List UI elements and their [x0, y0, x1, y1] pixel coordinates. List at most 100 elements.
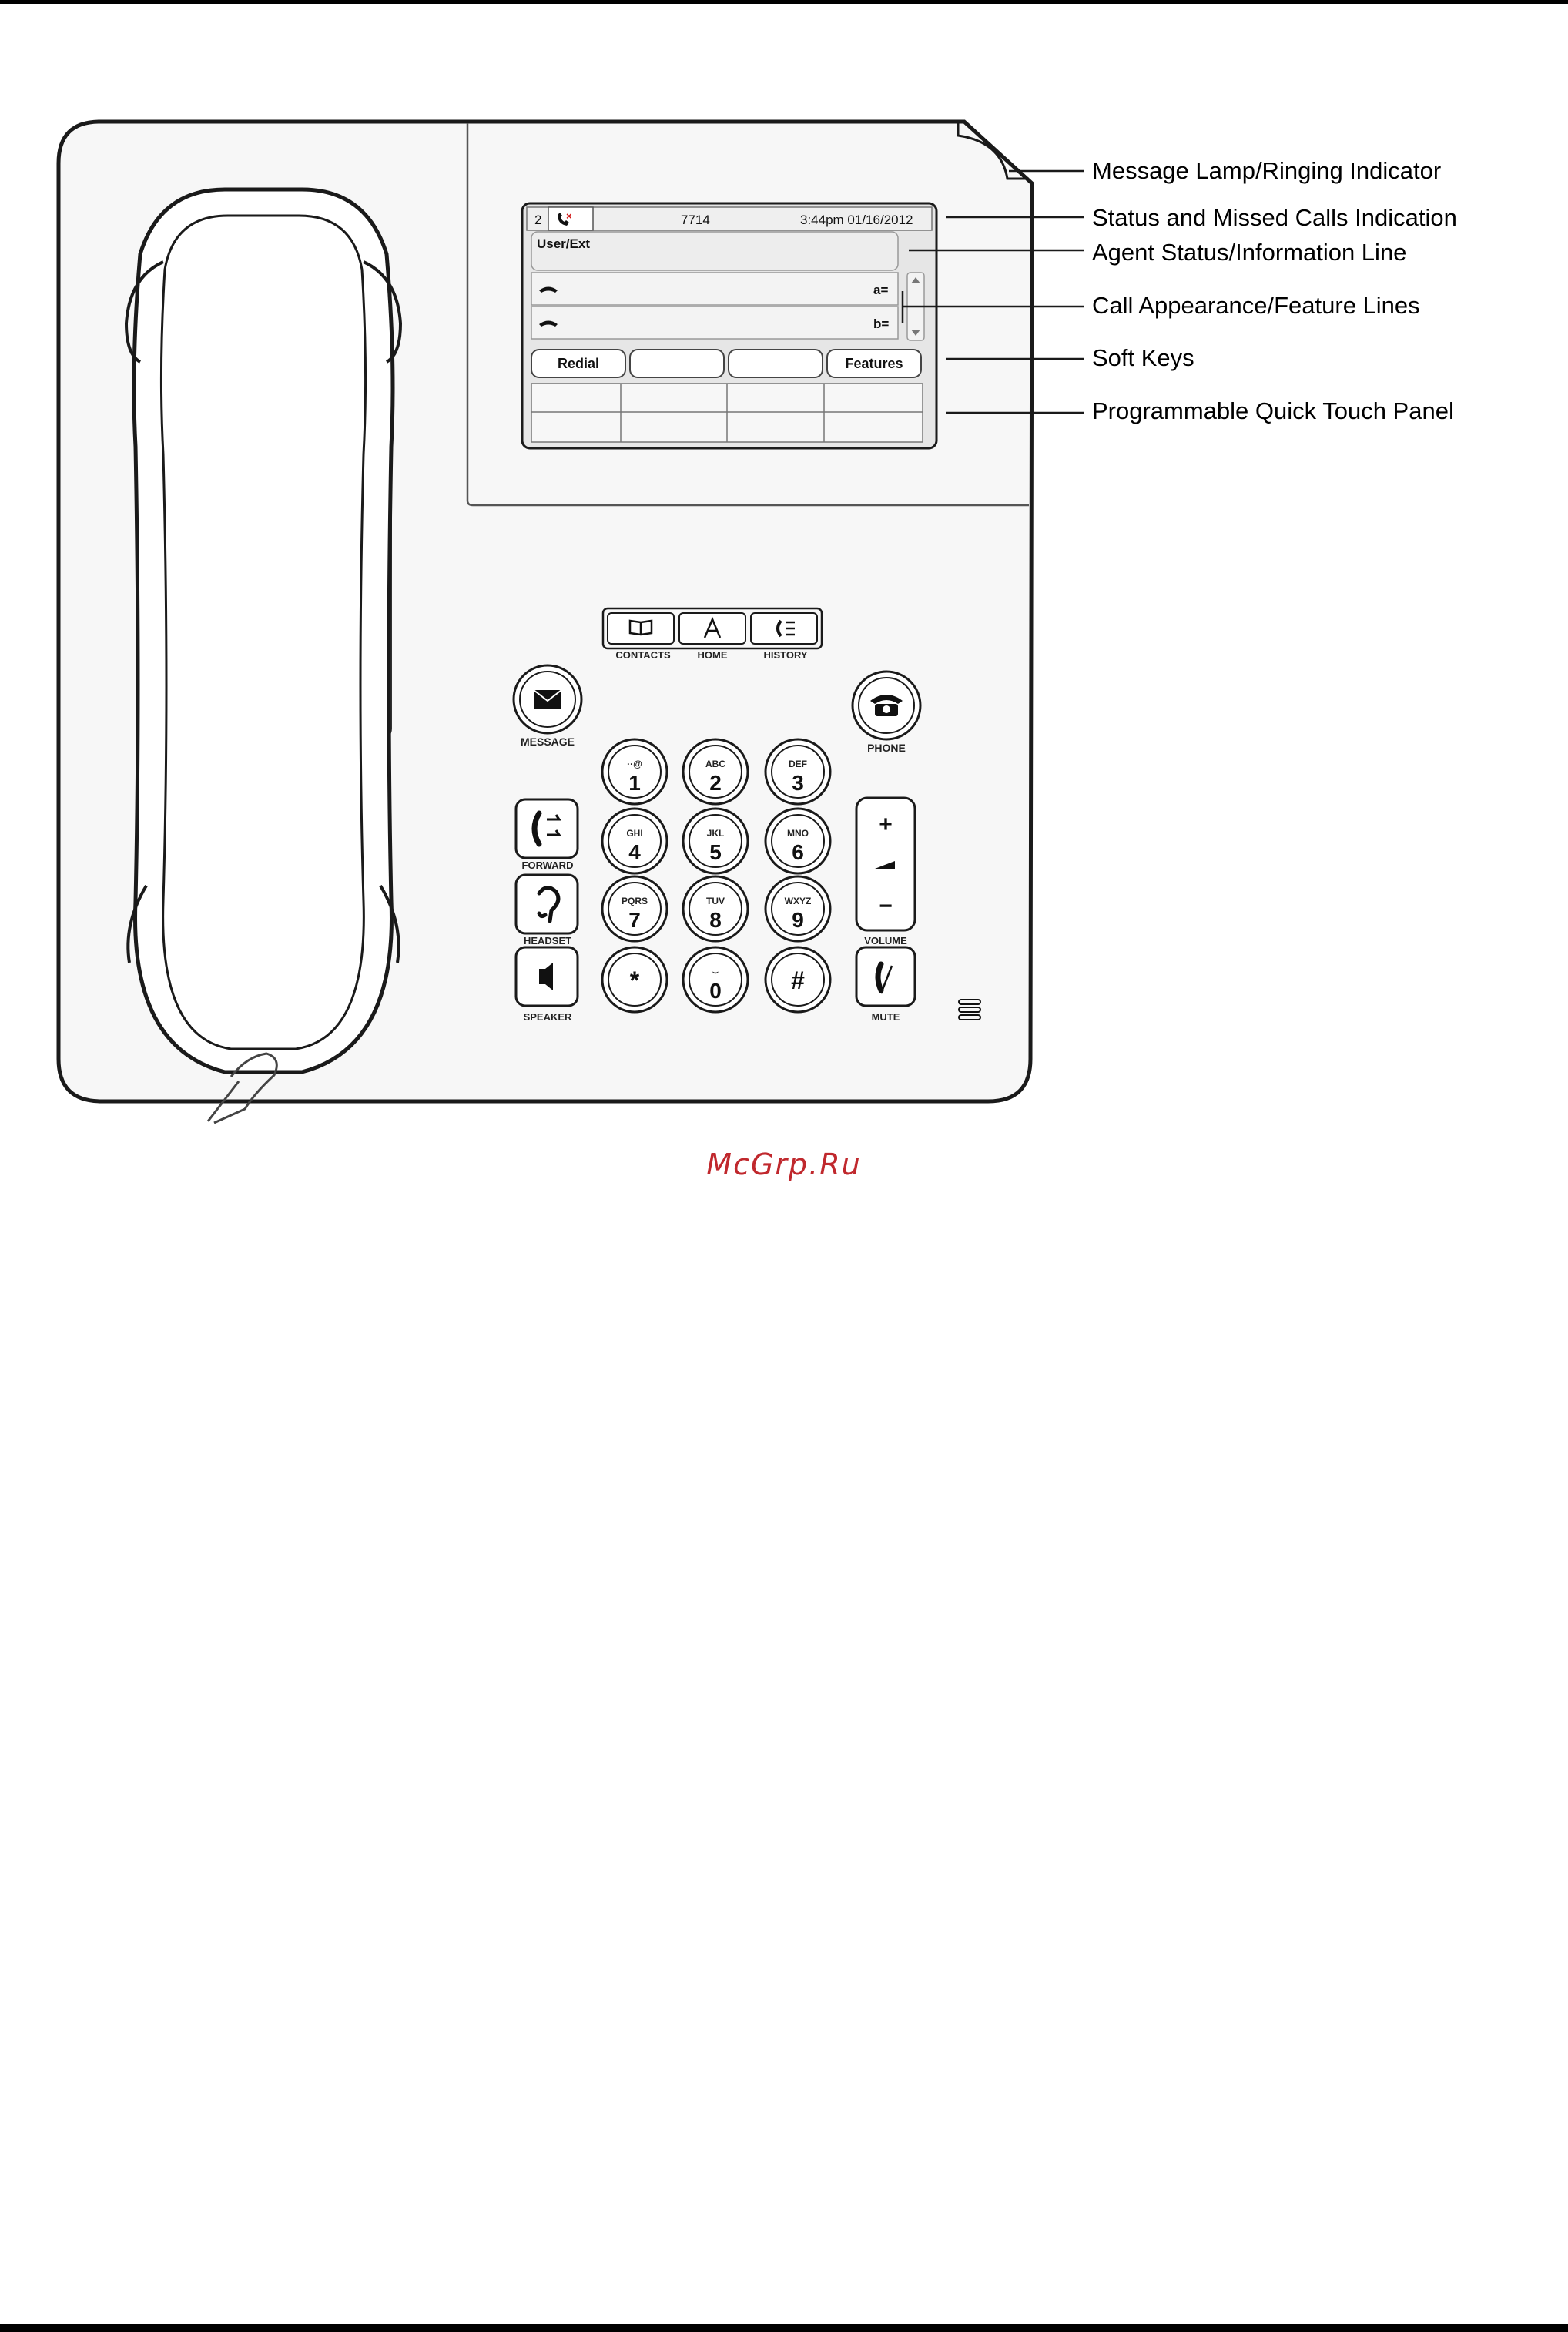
nav-button-group: CONTACTS HOME HISTORY [601, 607, 823, 661]
callout-message-lamp: Message Lamp/Ringing Indicator [1092, 157, 1442, 184]
forward-icon [531, 810, 561, 847]
headset-label: HEADSET [524, 935, 571, 947]
volume-minus[interactable]: − [879, 893, 893, 919]
display-screen: 2 × 7714 3:44pm 01/16/2012 User/Ext a= b… [521, 202, 938, 450]
line-b-label: b= [873, 317, 889, 331]
mute-icon [875, 961, 893, 994]
message-lamp [957, 123, 1029, 180]
forward-label: FORWARD [522, 859, 574, 871]
history-icon [776, 619, 795, 638]
softkey-2[interactable] [629, 349, 725, 378]
missed-call-icon: × [558, 210, 572, 226]
volume-label: VOLUME [864, 935, 907, 947]
callout-soft-keys: Soft Keys [1092, 344, 1194, 371]
keypad-letters: JKL [707, 828, 725, 839]
keypad-digit: 1 [628, 771, 641, 795]
page-number: 2 [534, 213, 541, 227]
call-line-a[interactable] [531, 272, 899, 306]
handset[interactable] [124, 187, 403, 1074]
callout-lines [901, 169, 1084, 414]
settings-icon [958, 999, 981, 1020]
keypad-digit: 9 [792, 908, 804, 932]
keypad-digit: # [791, 967, 805, 994]
svg-text:×: × [566, 210, 572, 222]
history-button[interactable] [750, 612, 818, 645]
keypad: ··@1ABC2DEF3GHI4JKL5MNO6PQRS7TUV8WXYZ9*⌣… [601, 738, 832, 1014]
keypad-key-8[interactable]: TUV 8 [682, 875, 749, 943]
keypad-key-7[interactable]: PQRS 7 [601, 875, 668, 943]
keypad-digit: 6 [792, 840, 804, 864]
headset-icon [537, 886, 561, 923]
speaker-icon [539, 963, 553, 990]
speaker-label: SPEAKER [524, 1011, 572, 1023]
callout-status-missed: Status and Missed Calls Indication [1092, 204, 1457, 231]
home-icon [703, 616, 722, 638]
keypad-letters: ⌣ [712, 967, 719, 977]
keypad-key-star[interactable]: * [601, 946, 668, 1014]
keypad-key-1[interactable]: ··@ 1 [601, 738, 668, 806]
message-button[interactable] [512, 664, 583, 735]
softkey-4[interactable] [826, 349, 922, 378]
call-line-b[interactable] [531, 306, 899, 340]
keypad-letters: ABC [705, 759, 725, 769]
keypad-key-0[interactable]: ⌣0 [682, 946, 749, 1014]
handset-cord [213, 1052, 278, 1124]
contacts-book-icon [628, 619, 653, 636]
bottom-rule [0, 2324, 1568, 2332]
top-rule [0, 0, 1568, 4]
keypad-letters: PQRS [622, 896, 648, 906]
contacts-label: CONTACTS [615, 649, 671, 661]
display-housing [466, 123, 1029, 507]
home-label: HOME [698, 649, 728, 661]
status-bar [526, 206, 933, 231]
keypad-key-hash[interactable]: # [764, 946, 832, 1014]
keypad-key-3[interactable]: DEF 3 [764, 738, 832, 806]
speaker-button[interactable] [514, 946, 579, 1007]
quick-touch-panel [531, 383, 923, 443]
missed-call-tab[interactable] [548, 206, 594, 231]
keypad-digit: 3 [792, 771, 804, 795]
softkey-1-label: Redial [558, 356, 599, 371]
softkey-4-label: Features [845, 356, 903, 371]
volume-rocker[interactable]: + − [855, 796, 916, 932]
callout-agent-status: Agent Status/Information Line [1092, 239, 1407, 266]
keypad-key-9[interactable]: WXYZ 9 [764, 875, 832, 943]
keypad-digit: 8 [709, 908, 722, 932]
keypad-digit: * [630, 967, 640, 994]
history-label: HISTORY [763, 649, 807, 661]
phone-button[interactable] [851, 670, 922, 741]
mute-label: MUTE [872, 1011, 900, 1023]
home-button[interactable] [678, 612, 746, 645]
softkey-3[interactable] [728, 349, 823, 378]
keypad-letters: MNO [787, 828, 809, 839]
mute-button[interactable] [855, 946, 916, 1007]
phone-label: PHONE [867, 742, 906, 754]
date-time: 3:44pm 01/16/2012 [800, 213, 913, 227]
extension-number: 7714 [681, 213, 710, 227]
keypad-letters: ··@ [627, 759, 642, 769]
callout-quick-touch: Programmable Quick Touch Panel [1092, 397, 1454, 424]
keypad-letters: WXYZ [785, 896, 812, 906]
volume-wedge-icon [875, 861, 895, 869]
phone-handset-icon [870, 695, 903, 716]
info-line-text: User/Ext [537, 236, 590, 251]
message-envelope-icon [533, 689, 562, 709]
keypad-digit: 5 [709, 840, 722, 864]
volume-plus[interactable]: + [879, 812, 893, 837]
keypad-digit: 7 [628, 908, 641, 932]
keypad-letters: TUV [706, 896, 725, 906]
headset-button[interactable] [514, 873, 579, 935]
phone-diagram: 2 × 7714 3:44pm 01/16/2012 User/Ext a= b… [56, 119, 1084, 1124]
keypad-digit: 0 [709, 979, 722, 1003]
callout-call-appearance: Call Appearance/Feature Lines [1092, 292, 1420, 319]
softkey-1[interactable] [531, 349, 626, 378]
line-a-label: a= [873, 283, 888, 297]
watermark: McGrp.Ru [706, 1148, 862, 1181]
forward-button[interactable] [514, 798, 579, 859]
keypad-letters: DEF [789, 759, 807, 769]
keypad-digit: 4 [628, 840, 641, 864]
